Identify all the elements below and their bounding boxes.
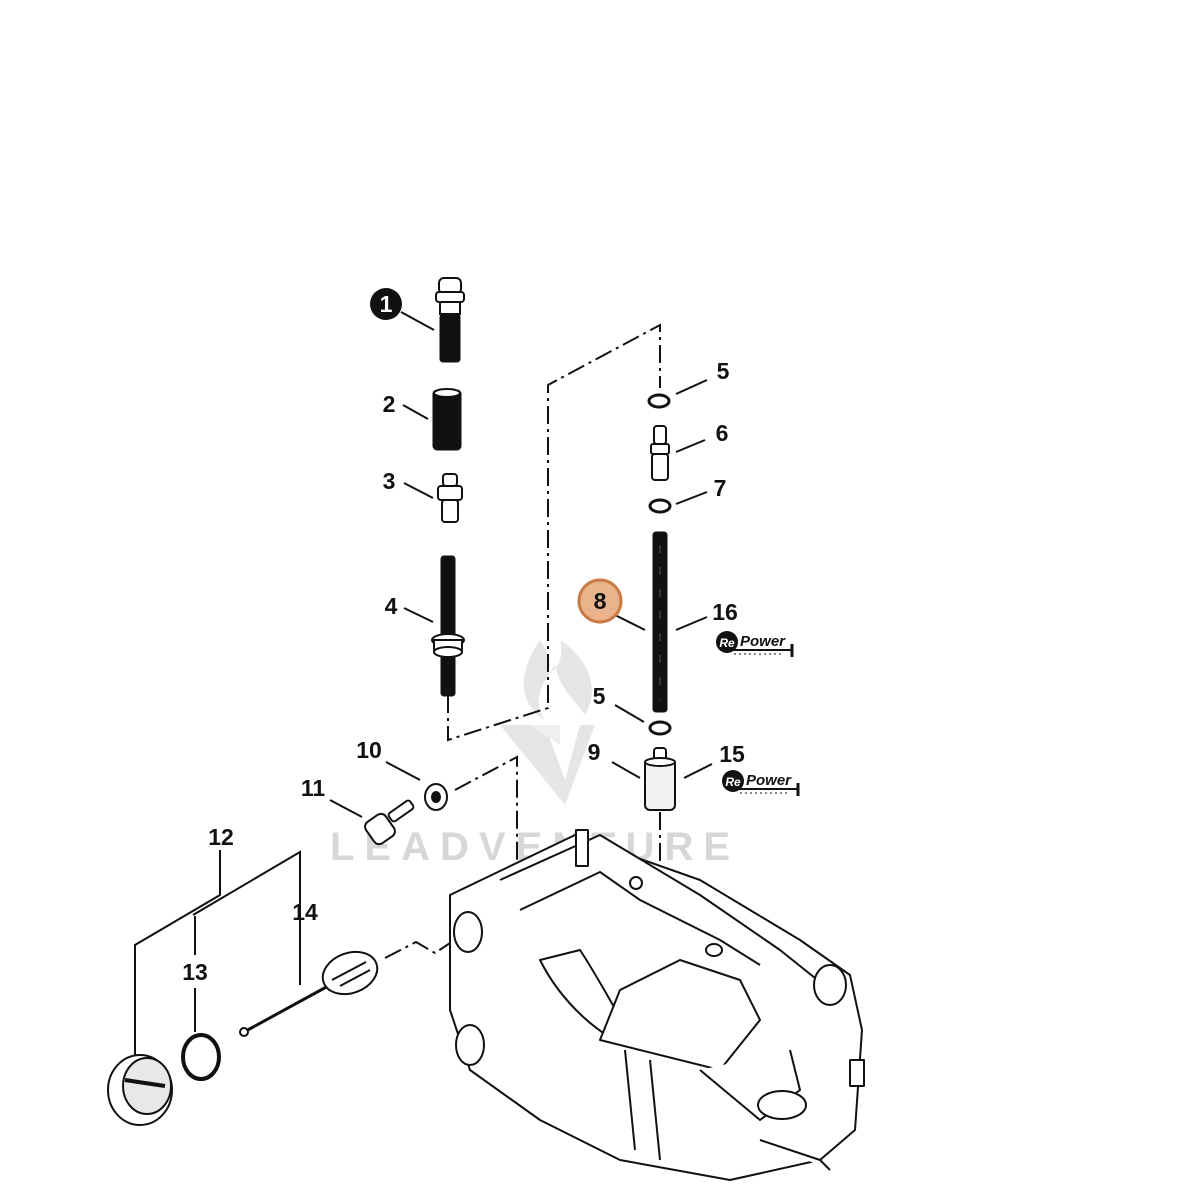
repower-badge-16[interactable]: Re Power xyxy=(716,631,794,657)
callout-5-bottom[interactable]: 5 xyxy=(593,683,606,709)
part-5-ring-top xyxy=(647,393,671,409)
part-2-sleeve xyxy=(432,388,462,451)
part-11-screw xyxy=(364,799,415,846)
assembly-line-main xyxy=(447,323,661,742)
callout-11[interactable]: 11 xyxy=(301,775,326,801)
callout-1-label: 1 xyxy=(380,291,393,317)
callout-4[interactable]: 4 xyxy=(385,593,398,619)
callout-15[interactable]: 15 xyxy=(719,741,745,767)
part-3-fitting xyxy=(437,473,463,523)
watermark-logo xyxy=(500,640,595,805)
part-9-filter xyxy=(644,747,676,811)
repower-re-text: Re xyxy=(725,775,741,789)
part-13-o-ring xyxy=(181,1033,221,1081)
callout-5-top[interactable]: 5 xyxy=(717,358,730,384)
callout-8[interactable]: 8 xyxy=(577,578,623,624)
callout-16[interactable]: 16 xyxy=(712,599,738,625)
part-1-plunger xyxy=(435,277,465,363)
repower-re-text: Re xyxy=(719,636,735,650)
callout-9[interactable]: 9 xyxy=(588,739,601,765)
part-5-ring-bottom xyxy=(648,720,672,736)
leader-lines xyxy=(134,311,713,1055)
callout-8-label: 8 xyxy=(594,588,607,614)
part-14-strainer xyxy=(239,950,379,1037)
callout-2[interactable]: 2 xyxy=(383,391,396,417)
callout-14[interactable]: 14 xyxy=(292,899,318,925)
repower-power-text: Power xyxy=(746,772,792,789)
callout-13[interactable]: 13 xyxy=(182,959,208,985)
callout-7[interactable]: 7 xyxy=(714,475,727,501)
crankcase-housing xyxy=(449,829,865,1181)
part-4-suction-hose xyxy=(431,555,465,697)
part-10-seal xyxy=(424,783,448,811)
callout-3[interactable]: 3 xyxy=(383,468,396,494)
part-6-nipple xyxy=(650,425,670,481)
callout-12[interactable]: 12 xyxy=(208,824,234,850)
assembly-line-pump xyxy=(454,755,518,930)
assembly-line-cap xyxy=(384,934,463,959)
repower-badge-15[interactable]: Re Power xyxy=(722,770,800,796)
part-7-ring xyxy=(648,498,672,514)
repower-power-text: Power xyxy=(740,633,786,650)
callout-10[interactable]: 10 xyxy=(356,737,382,763)
part-12-cap xyxy=(107,1054,173,1126)
callout-6[interactable]: 6 xyxy=(716,420,729,446)
callout-1[interactable]: 1 xyxy=(370,288,402,320)
part-8-oil-hose xyxy=(652,531,668,713)
